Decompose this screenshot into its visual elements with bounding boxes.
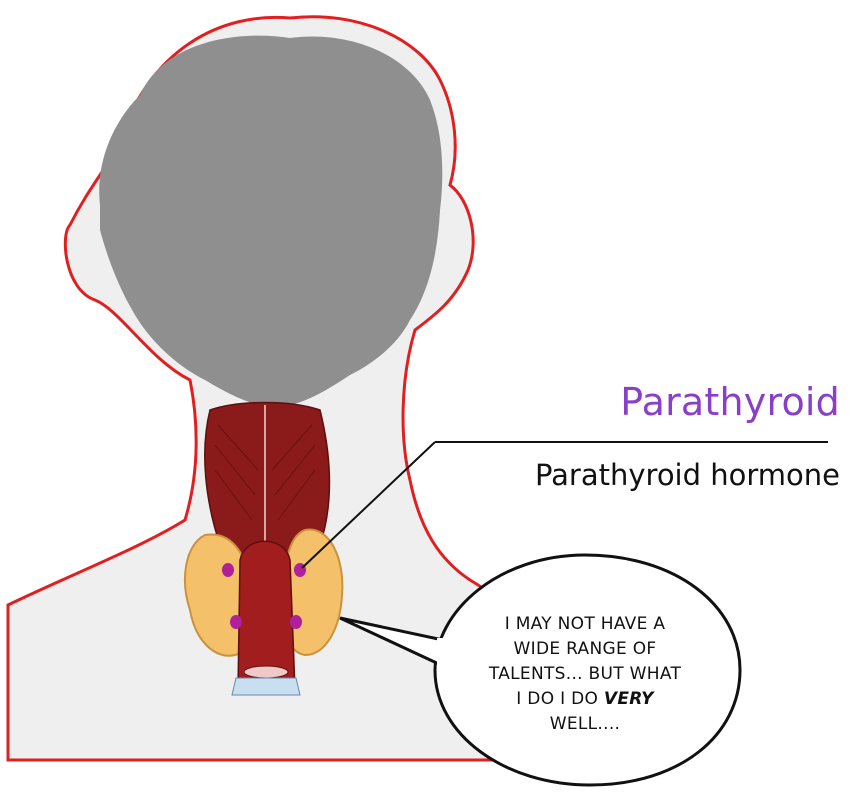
bubble-line-4: I do I do VERY [460, 687, 710, 712]
bubble-line-4-prefix: I do I do [516, 689, 598, 709]
diagram-subtitle: Parathyroid hormone [420, 458, 840, 492]
trachea-ring [244, 666, 288, 678]
bubble-line-1: I may not have a [460, 612, 710, 637]
speech-bubble-text: I may not have a wide range of talents..… [460, 612, 710, 737]
diagram-title: Parathyroid [560, 380, 840, 424]
bubble-line-4-emphasis: VERY [604, 689, 654, 709]
parathyroid-gland-2 [230, 615, 242, 629]
bubble-line-2: wide range of [460, 637, 710, 662]
bubble-line-3: talents... but what [460, 662, 710, 687]
parathyroid-gland-1 [222, 563, 234, 577]
bubble-line-5: WELL.... [460, 712, 710, 737]
trachea-base [232, 678, 300, 695]
parathyroid-gland-4 [290, 615, 302, 629]
